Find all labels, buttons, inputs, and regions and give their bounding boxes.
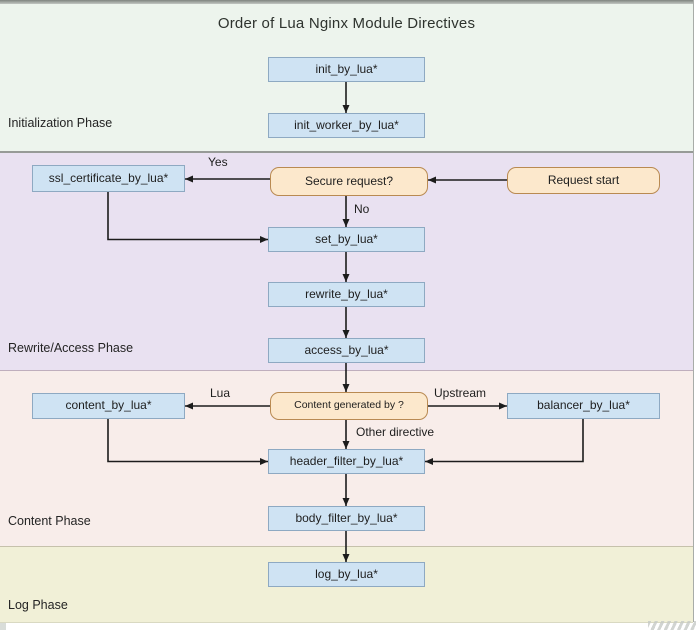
node-balancer-by-lua: balancer_by_lua* (507, 393, 660, 419)
node-init-worker-by-lua: init_worker_by_lua* (268, 113, 425, 138)
diagram-title: Order of Lua Nginx Module Directives (217, 15, 476, 32)
node-log-by-lua: log_by_lua* (268, 562, 425, 587)
phase-label-initialization: Initialization Phase (8, 116, 113, 130)
watermark-stripes (648, 621, 696, 630)
node-body-filter-by-lua: body_filter_by_lua* (268, 506, 425, 531)
top-border-bar (0, 0, 693, 4)
node-ssl-certificate-by-lua: ssl_certificate_by_lua* (32, 165, 185, 192)
node-rewrite-by-lua: rewrite_by_lua* (268, 282, 425, 307)
node-init-by-lua: init_by_lua* (268, 57, 425, 82)
node-content-by-lua: content_by_lua* (32, 393, 185, 419)
node-header-filter-by-lua: header_filter_by_lua* (268, 449, 425, 474)
node-set-by-lua: set_by_lua* (268, 227, 425, 252)
phase-label-rewrite-access: Rewrite/Access Phase (8, 341, 134, 355)
edge-label-lua: Lua (210, 386, 231, 400)
phase-label-log: Log Phase (8, 598, 68, 612)
edge-label-no: No (354, 202, 370, 216)
phase-label-content: Content Phase (8, 514, 91, 528)
node-content-generated-by: Content generated by ? (270, 392, 428, 420)
bottom-left-artifact (0, 623, 6, 630)
edge-label-yes: Yes (208, 155, 228, 169)
node-access-by-lua: access_by_lua* (268, 338, 425, 363)
edge-label-upstream: Upstream (434, 386, 487, 400)
node-secure-request: Secure request? (270, 167, 428, 196)
node-request-start: Request start (507, 167, 660, 194)
edge-label-other-directive: Other directive (356, 425, 435, 439)
